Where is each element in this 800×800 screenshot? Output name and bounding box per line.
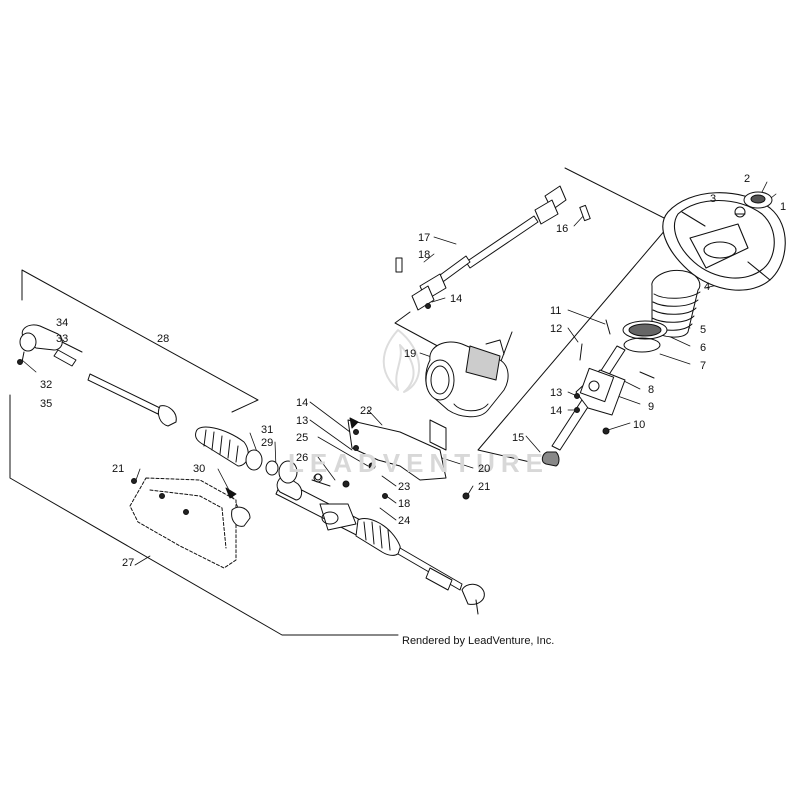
callout-28: 28 [157, 333, 169, 345]
callout-13-column: 13 [550, 387, 562, 399]
callout-25: 25 [296, 432, 308, 444]
callout-20: 20 [478, 463, 490, 475]
steering-rack [275, 473, 485, 615]
callout-21-bracket: 21 [478, 481, 490, 493]
callout-30: 30 [193, 463, 205, 475]
render-credit: Rendered by LeadVenture, Inc. [402, 635, 554, 647]
callout-33: 33 [56, 333, 68, 345]
intermediate-shaft [395, 185, 591, 311]
callout-10: 10 [633, 419, 645, 431]
callout-7: 7 [700, 360, 706, 372]
watermark-text: LEADVENTURE [288, 448, 549, 478]
callout-14-column: 14 [550, 405, 562, 417]
callout-18-rack: 18 [398, 498, 410, 510]
callout-26: 26 [296, 452, 308, 464]
callouts: 1 2 3 4 5 6 7 8 9 10 11 12 13 14 15 16 1… [40, 173, 786, 569]
callout-21-skid: 21 [112, 463, 124, 475]
callout-6: 6 [700, 342, 706, 354]
callout-31: 31 [261, 424, 273, 436]
steering-column [541, 319, 655, 467]
callout-22: 22 [360, 405, 372, 417]
callout-17: 17 [418, 232, 430, 244]
callout-29: 29 [261, 437, 273, 449]
callout-12: 12 [550, 323, 562, 335]
callout-14-shaft: 14 [450, 293, 462, 305]
callout-4: 4 [704, 281, 710, 293]
left-tie-rod [87, 373, 323, 484]
column-rings [622, 320, 668, 353]
mount-bracket [347, 419, 470, 500]
callout-24: 24 [398, 515, 410, 527]
callout-9: 9 [648, 401, 654, 413]
skid-plate-parts [131, 417, 359, 527]
callout-14-bracket: 14 [296, 397, 308, 409]
callout-3: 3 [710, 193, 716, 205]
group-outline-lines [9, 167, 673, 636]
callout-13-bracket: 13 [296, 415, 308, 427]
callout-19: 19 [404, 348, 416, 360]
callout-8: 8 [648, 384, 654, 396]
callout-2: 2 [744, 173, 750, 185]
wheel-cap [734, 191, 773, 218]
skid-plate [129, 477, 237, 569]
eps-motor [425, 339, 509, 418]
callout-1: 1 [780, 201, 786, 213]
callout-27: 27 [122, 557, 134, 569]
callout-16: 16 [556, 223, 568, 235]
callout-35: 35 [40, 398, 52, 410]
callout-34: 34 [56, 317, 68, 329]
column-boot [651, 270, 701, 338]
callout-32: 32 [40, 379, 52, 391]
left-tie-rod-end [17, 324, 83, 367]
watermark-logo [382, 329, 420, 393]
callout-18-shaft: 18 [418, 249, 430, 261]
callout-5: 5 [700, 324, 706, 336]
callout-23: 23 [398, 481, 410, 493]
callout-11: 11 [550, 305, 561, 317]
steering-wheel [662, 192, 786, 291]
callout-15: 15 [512, 432, 524, 444]
